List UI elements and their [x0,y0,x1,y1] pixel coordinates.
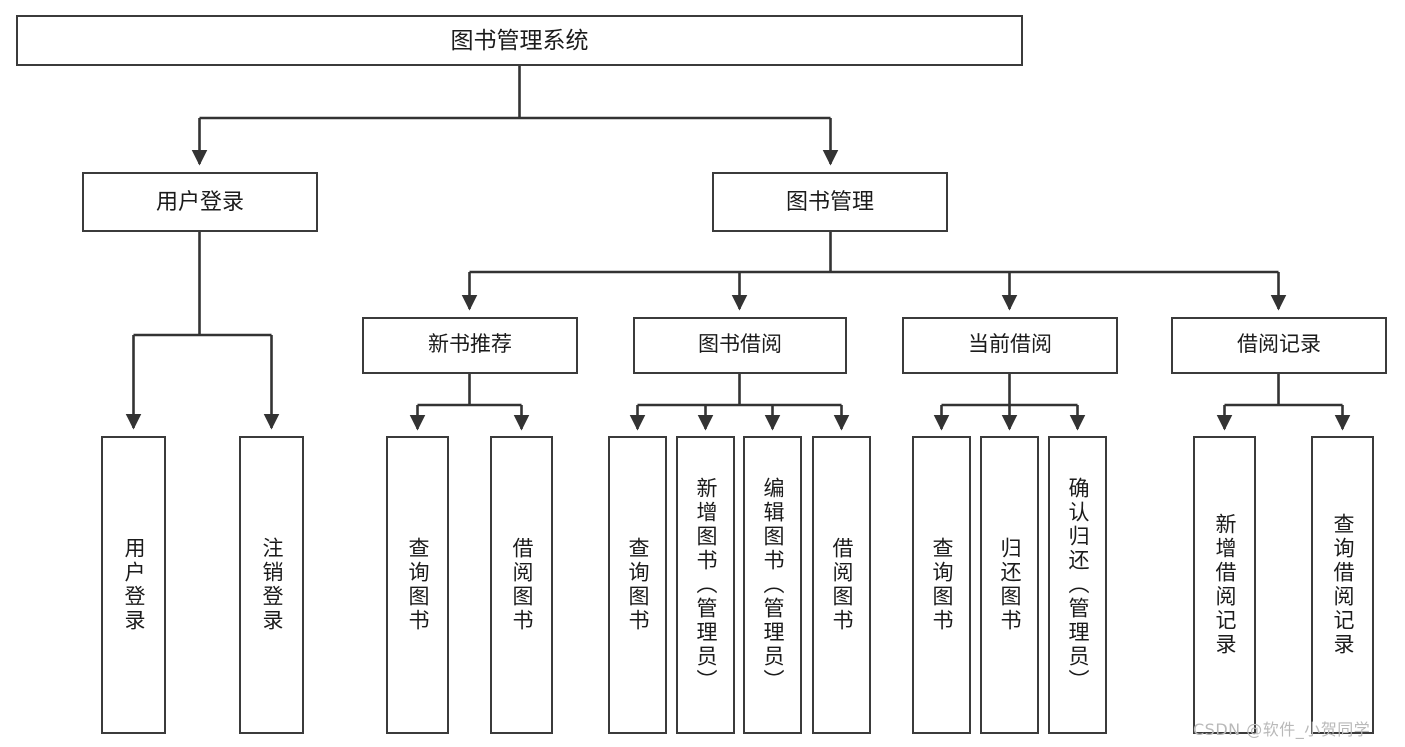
node-borrow-record[interactable]: 借阅记录 [1171,317,1387,374]
node-label: 新增借阅记录 [1213,513,1236,657]
node-new-book-recommend[interactable]: 新书推荐 [362,317,578,374]
node-label: 注销登录 [260,537,283,633]
node-label: 图书管理系统 [450,26,589,53]
node-label: 借阅图书 [510,537,533,633]
leaf-borrow-book[interactable]: 借阅图书 [812,436,871,734]
leaf-query-book-recommend[interactable]: 查询图书 [386,436,449,734]
node-root-system[interactable]: 图书管理系统 [16,15,1023,66]
node-label: 查询借阅记录 [1331,513,1354,657]
csdn-watermark: CSDN @软件_小贺同学 [1193,720,1371,739]
leaf-user-login[interactable]: 用户登录 [101,436,166,734]
node-book-borrow[interactable]: 图书借阅 [633,317,847,374]
node-label: 确认归还（管理员） [1066,477,1089,693]
node-book-management[interactable]: 图书管理 [712,172,948,232]
leaf-return-book[interactable]: 归还图书 [980,436,1039,734]
node-label: 查询图书 [626,537,649,633]
leaf-query-book-current[interactable]: 查询图书 [912,436,971,734]
node-label: 当前借阅 [968,333,1052,357]
leaf-confirm-return-admin[interactable]: 确认归还（管理员） [1048,436,1107,734]
leaf-add-borrow-record[interactable]: 新增借阅记录 [1193,436,1256,734]
node-label: 用户登录 [155,189,244,215]
node-label: 图书借阅 [698,333,782,357]
node-label: 新增图书（管理员） [694,477,717,693]
leaf-query-borrow-record[interactable]: 查询借阅记录 [1311,436,1374,734]
node-label: 编辑图书（管理员） [761,477,784,693]
node-current-borrow[interactable]: 当前借阅 [902,317,1118,374]
leaf-borrow-book-recommend[interactable]: 借阅图书 [490,436,553,734]
leaf-add-book-admin[interactable]: 新增图书（管理员） [676,436,735,734]
node-label: 借阅记录 [1237,333,1321,357]
node-label: 查询图书 [930,537,953,633]
node-label: 查询图书 [406,537,429,633]
leaf-edit-book-admin[interactable]: 编辑图书（管理员） [743,436,802,734]
node-label: 用户登录 [122,537,145,633]
node-label: 借阅图书 [830,537,853,633]
leaf-query-book-borrow[interactable]: 查询图书 [608,436,667,734]
node-label: 图书管理 [785,189,874,215]
leaf-logout[interactable]: 注销登录 [239,436,304,734]
node-user-login[interactable]: 用户登录 [82,172,318,232]
node-label: 归还图书 [998,537,1021,633]
node-label: 新书推荐 [428,333,512,357]
